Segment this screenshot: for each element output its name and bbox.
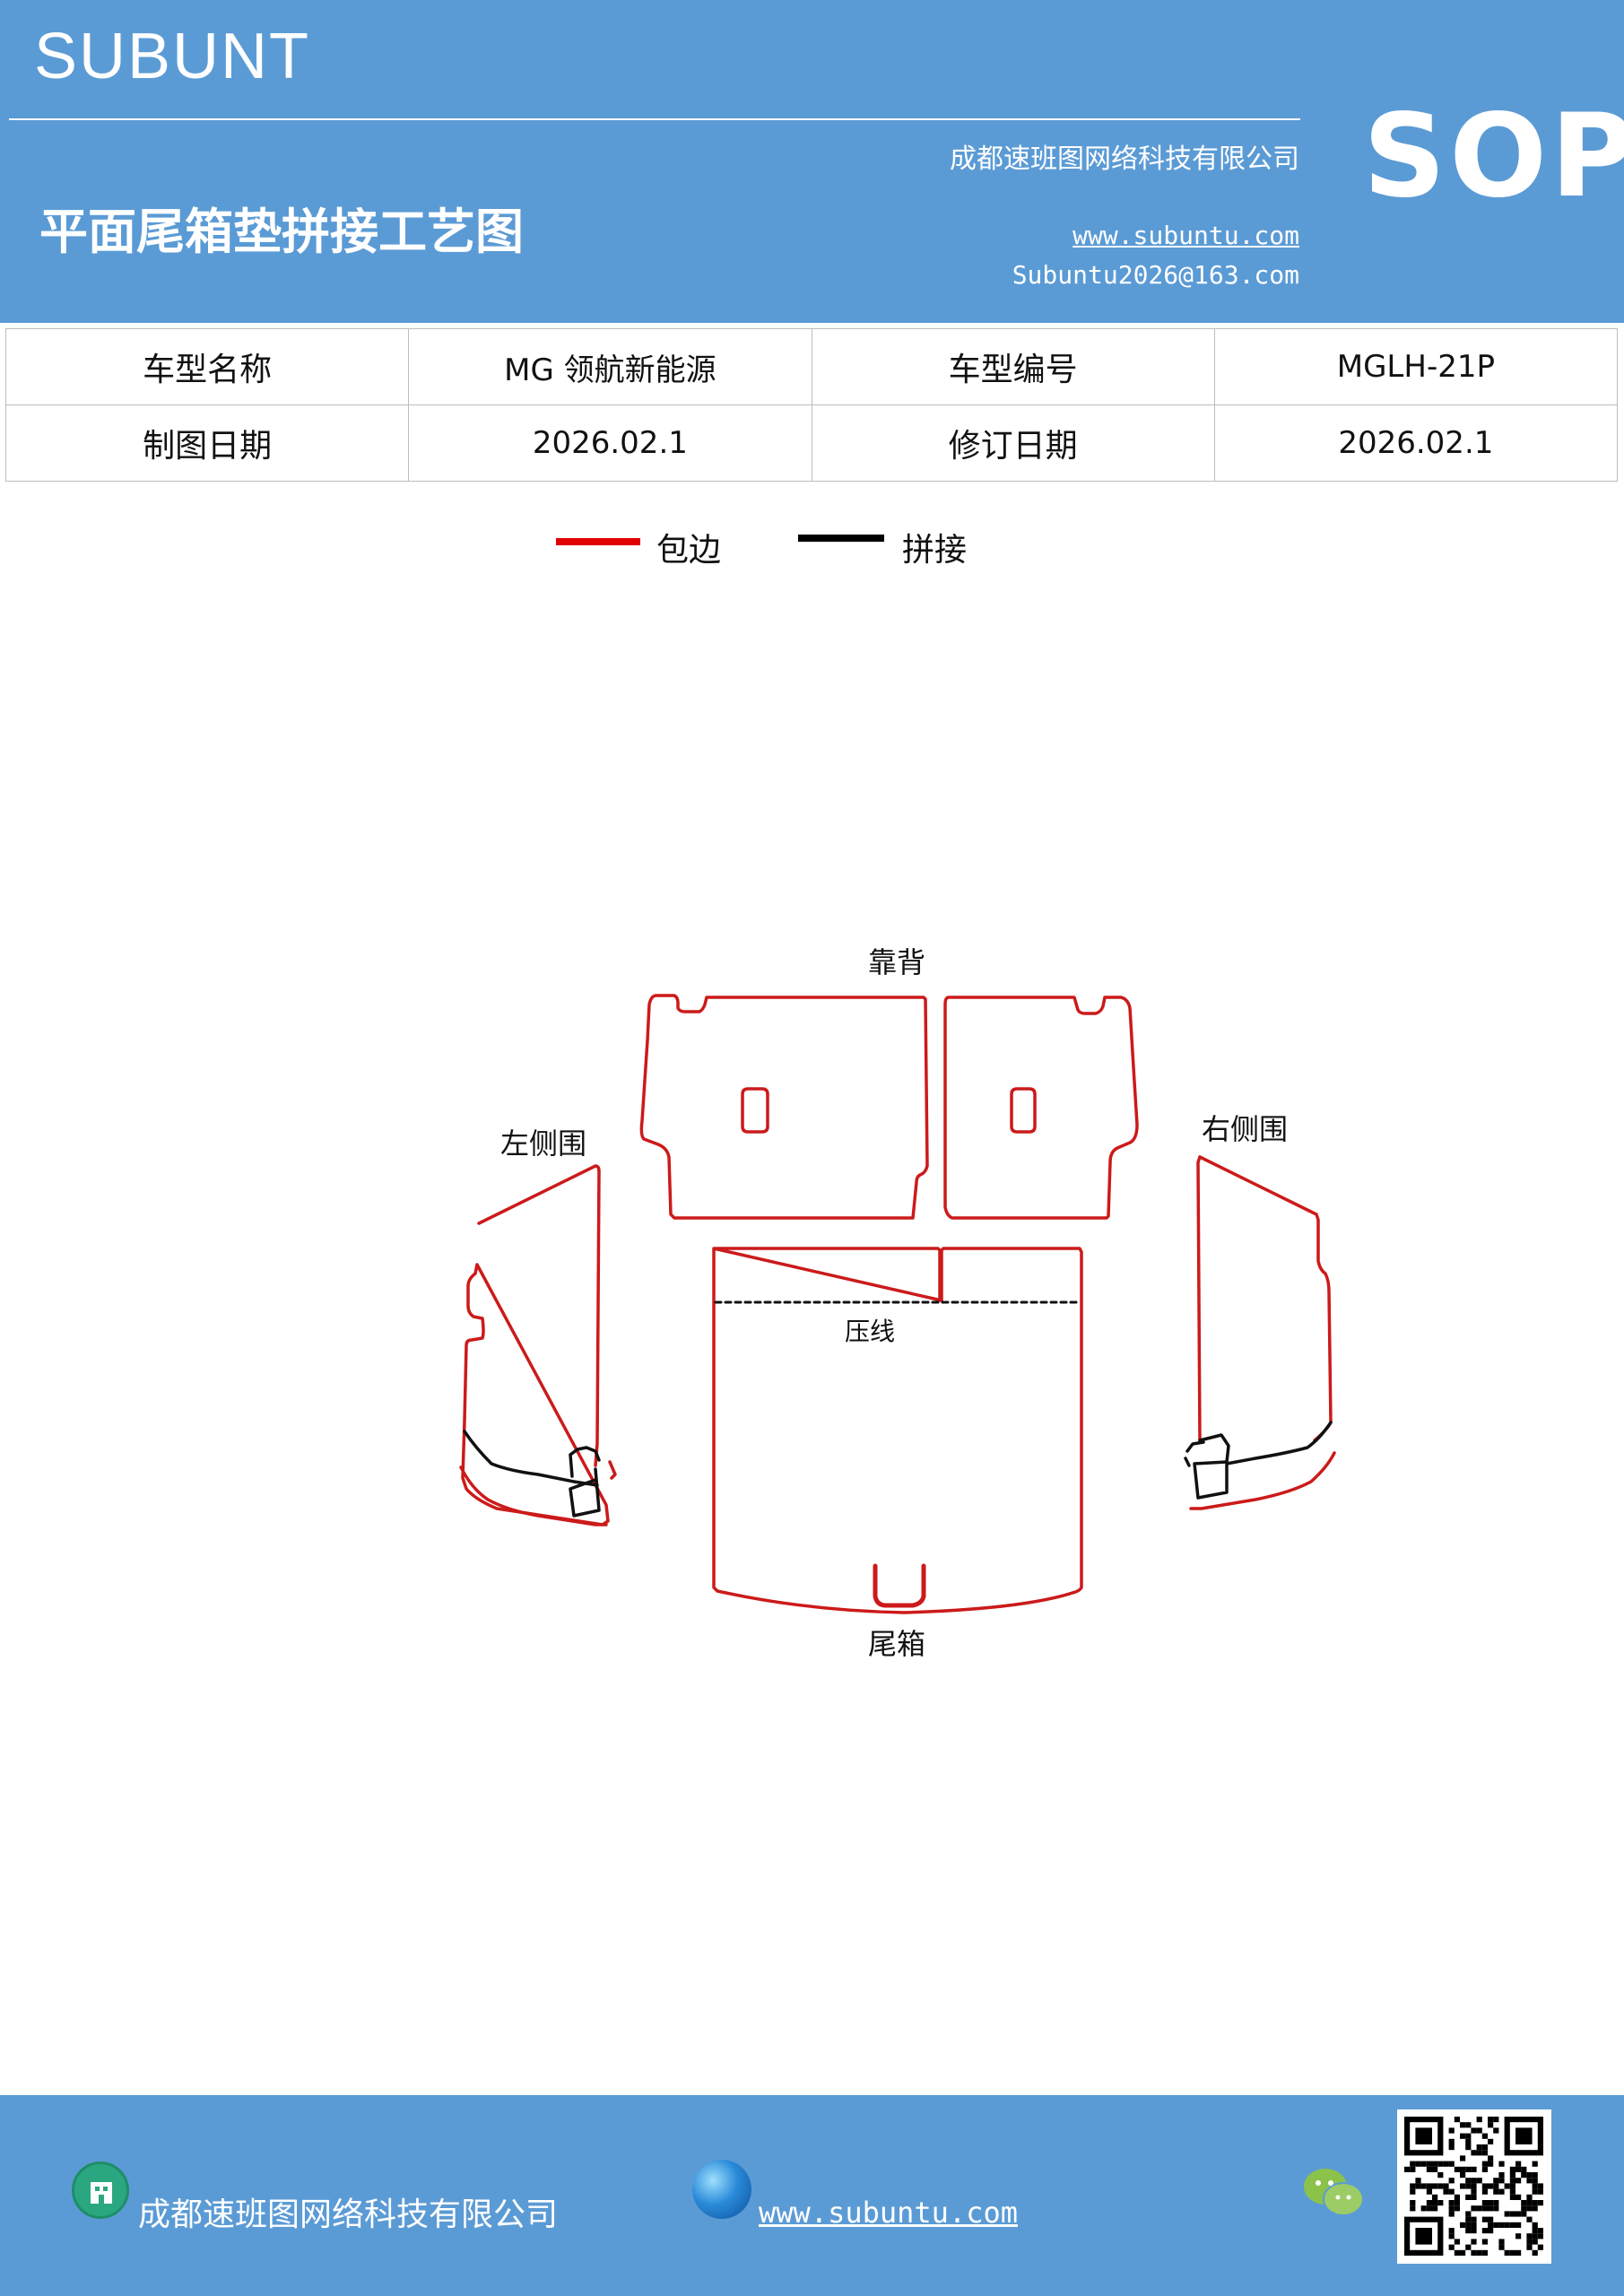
legend-seam-swatch [798,535,884,542]
document-title: 平面尾箱垫拼接工艺图 [39,203,524,260]
footer-website-link[interactable]: www.subuntu.com [759,2196,1018,2230]
brand-name: SUBUNT [34,21,311,92]
footer-company-name: 成都速班图网络科技有限公司 [138,2196,559,2233]
right-side-seam [1184,1421,1333,1500]
email-address: Subuntu2026@163.com [1012,260,1299,290]
building-icon [72,2161,129,2219]
draw-date-value: 2026.02.1 [408,404,812,482]
draw-date-label: 制图日期 [4,404,410,482]
model-code-label: 车型编号 [811,328,1215,405]
legend-edge-swatch [556,538,640,545]
revise-date-label: 修订日期 [811,404,1215,482]
trunk-label: 尾箱 [868,1627,925,1661]
header-divider [9,118,1300,120]
right-side-label: 右侧围 [1202,1112,1288,1146]
left-side-bottom-edge [459,1465,608,1526]
company-name: 成都速班图网络科技有限公司 [950,144,1299,175]
vehicle-info-table: 车型名称 MG 领航新能源 车型编号 MGLH-21P 制图日期 2026.02… [4,328,1619,482]
left-side-label: 左侧围 [500,1126,586,1161]
crease-label: 压线 [845,1317,895,1346]
header-banner: SUBUNT 成都速班图网络科技有限公司 平面尾箱垫拼接工艺图 www.subu… [0,0,1624,323]
trunk-floor-outline [712,1247,1083,1614]
trunk-handle-notch [873,1563,926,1608]
left-side-seam [463,1430,601,1518]
legend-edge-label: 包边 [656,532,722,569]
globe-icon [692,2160,751,2219]
backrest-label: 靠背 [868,945,925,979]
left-side-panel [461,1164,617,1526]
backrest-left-slot [741,1087,769,1134]
table-row: 制图日期 2026.02.1 修订日期 2026.02.1 [4,404,1619,482]
model-name-value: MG 领航新能源 [408,328,812,405]
backrest-right-panel [943,996,1139,1220]
backrest-left-panel [639,994,929,1220]
sop-badge: SOP [1363,90,1624,223]
revise-date-value: 2026.02.1 [1213,404,1619,482]
wechat-icon[interactable] [1302,2165,1365,2224]
qr-code[interactable] [1397,2109,1551,2264]
legend: 包边 拼接 [0,529,1624,574]
legend-seam-label: 拼接 [902,532,968,569]
model-code-value: MGLH-21P [1213,328,1619,405]
right-side-inner-edge [1196,1155,1202,1442]
website-link[interactable]: www.subuntu.com [1073,221,1299,250]
table-row: 车型名称 MG 领航新能源 车型编号 MGLH-21P [4,328,1619,405]
trunk-mat-diagram: 靠背 左侧围 右侧围 压线 尾箱 [459,945,1336,1661]
backrest-right-slot [1010,1087,1037,1134]
model-name-label: 车型名称 [4,328,410,405]
